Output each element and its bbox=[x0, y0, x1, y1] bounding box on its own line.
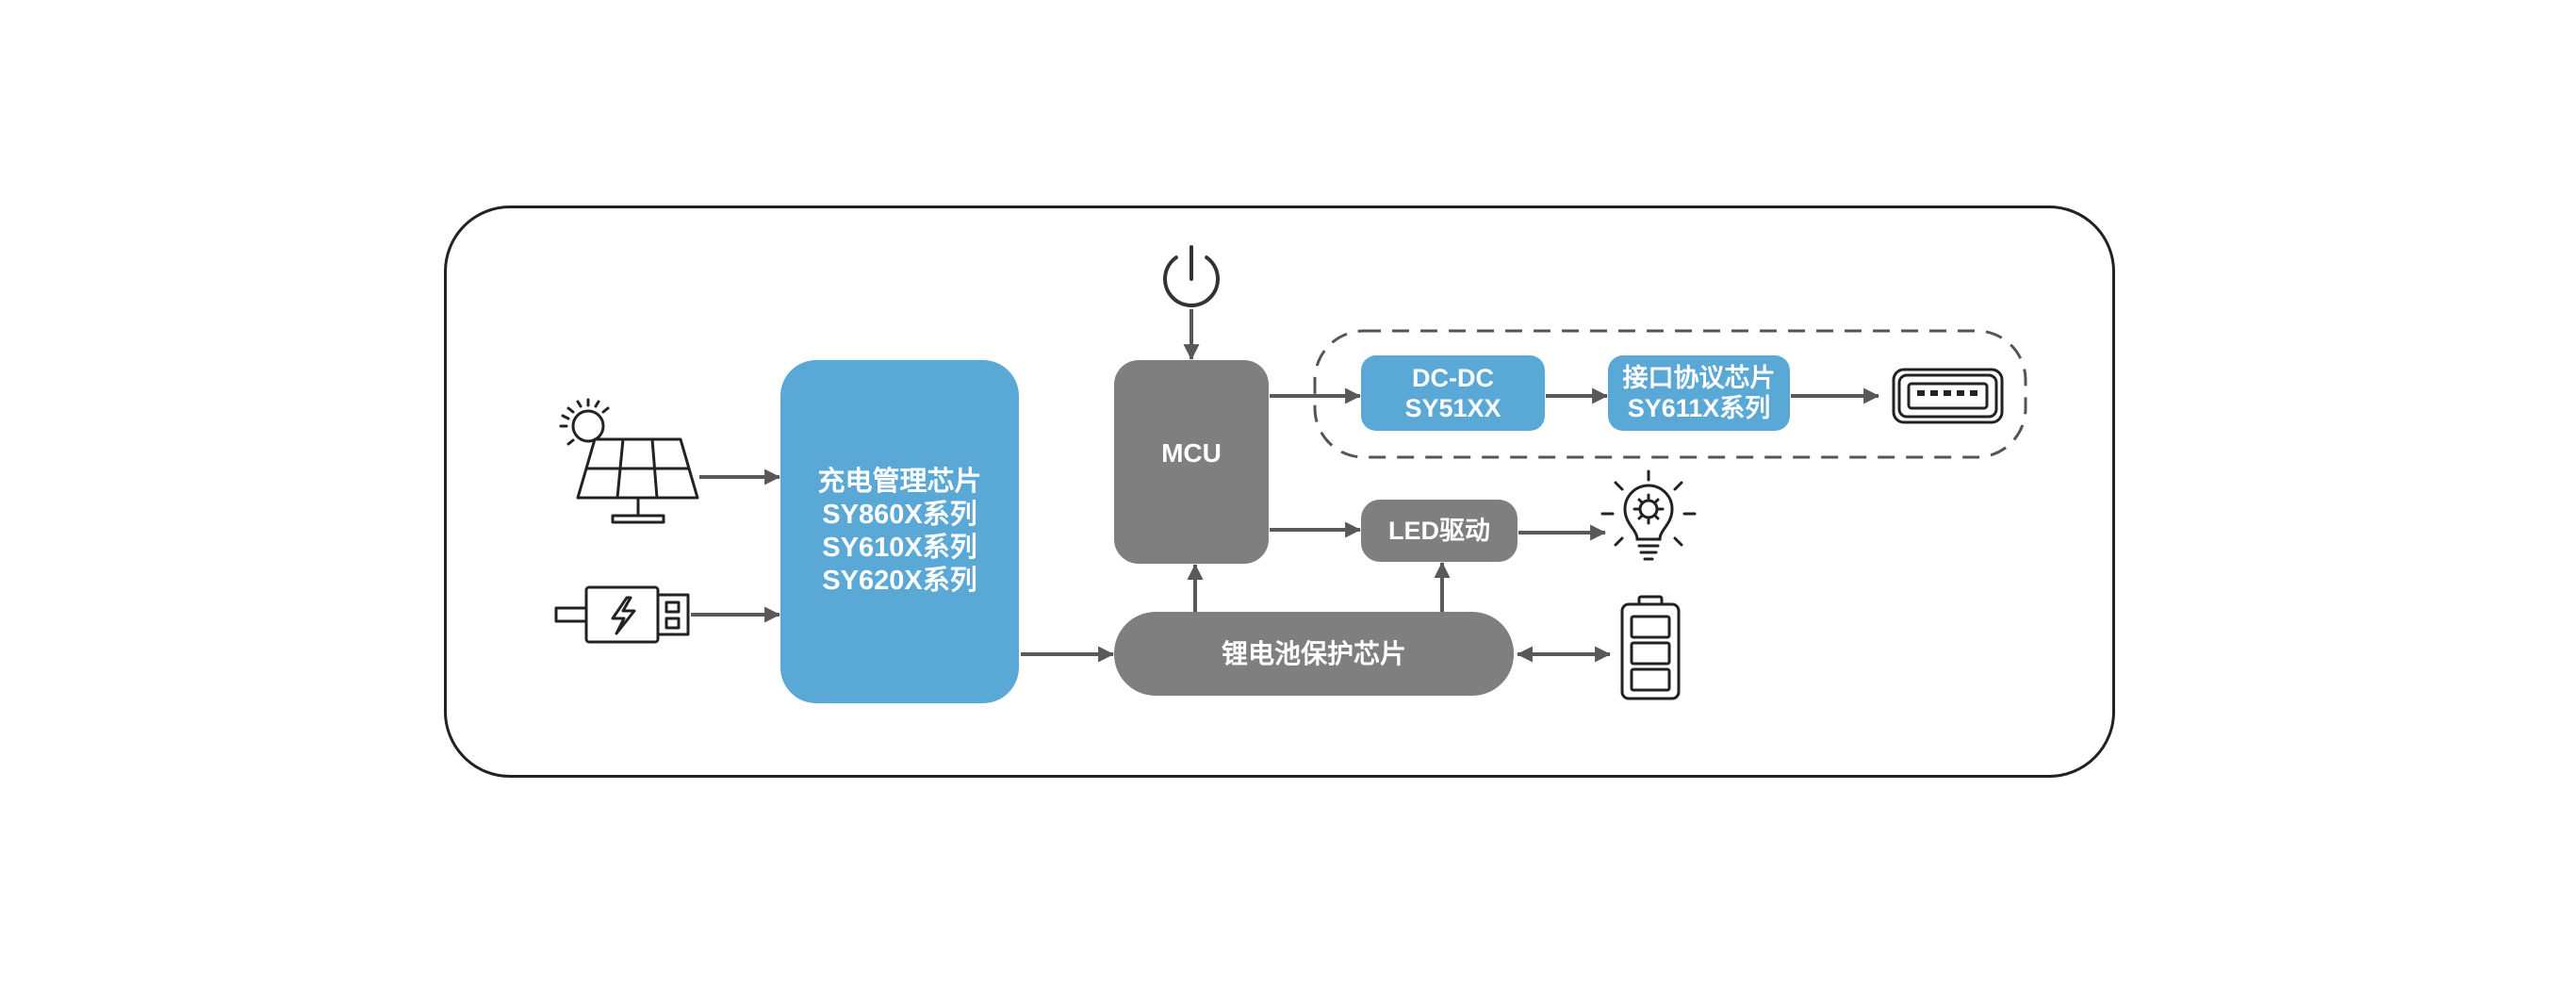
usb-plug-icon bbox=[554, 585, 690, 644]
charging-management-chip: 充电管理芯片 SY860X系列 SY610X系列 SY620X系列 bbox=[780, 360, 1019, 703]
interface-protocol-chip: 接口协议芯片 SY611X系列 bbox=[1608, 355, 1790, 431]
mcu-label: MCU bbox=[1161, 438, 1222, 469]
diagram-frame bbox=[444, 206, 2115, 778]
mcu-block: MCU bbox=[1114, 360, 1269, 564]
battery-protection-chip: 锂电池保护芯片 bbox=[1114, 612, 1514, 696]
dcdc-label-series: SY51XX bbox=[1404, 394, 1501, 422]
solar-panel-icon bbox=[559, 398, 699, 524]
battery-protection-label: 锂电池保护芯片 bbox=[1221, 638, 1406, 668]
battery-icon bbox=[1620, 595, 1681, 700]
charger-label-title: 充电管理芯片 bbox=[817, 467, 982, 498]
light-bulb-icon bbox=[1600, 469, 1697, 561]
charger-label-series-3: SY620X系列 bbox=[822, 565, 977, 596]
dcdc-label-title: DC-DC bbox=[1412, 363, 1494, 392]
dcdc-chip: DC-DC SY51XX bbox=[1361, 355, 1545, 431]
charger-label-series-2: SY610X系列 bbox=[822, 533, 977, 563]
led-driver-block: LED驱动 bbox=[1361, 500, 1518, 562]
led-driver-label: LED驱动 bbox=[1388, 516, 1490, 545]
interface-label-series: SY611X系列 bbox=[1627, 394, 1771, 422]
charger-label-series-1: SY860X系列 bbox=[822, 500, 977, 531]
interface-label-title: 接口协议芯片 bbox=[1622, 363, 1776, 392]
power-icon bbox=[1163, 245, 1220, 307]
usb-port-icon bbox=[1892, 368, 2004, 424]
